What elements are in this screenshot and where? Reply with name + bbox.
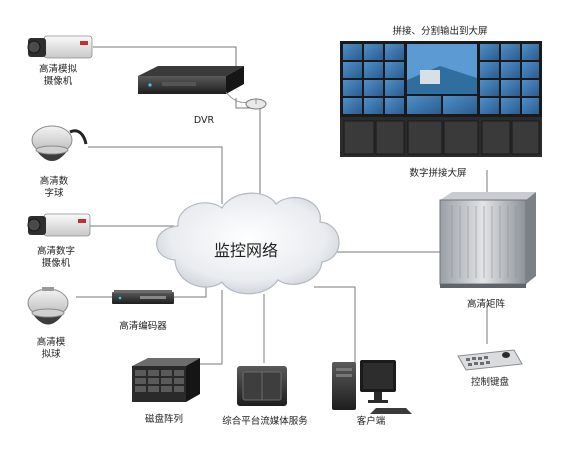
monitor-base [368,400,388,403]
network-label: 监控网络 [214,241,278,260]
matrix-cards [451,206,517,278]
encoder-top [114,290,172,293]
pc-drive [336,368,352,371]
control-keyboard [457,349,523,371]
camera-body [43,35,93,59]
monitor-screen [363,363,393,389]
dvr-top [138,66,244,76]
cabinet-doors [343,120,540,155]
label-line-2: 摄像机 [41,258,71,269]
camera-lens-glass [27,40,41,54]
label-line-1: 高清模拟 [38,64,77,75]
matrix-front [439,199,527,285]
encoder-led [118,296,122,300]
dvr-recorder [138,66,244,94]
line-dome-network [88,146,223,204]
hd-matrix [439,192,536,288]
media-server-label: 综合平台流媒体服务 [222,416,308,427]
dome-arm [69,129,88,145]
dvr-panel [162,82,196,86]
dvr-side [226,66,244,94]
dvr-mouse [225,91,267,110]
line-analog-camera-dvr [93,46,237,68]
cloud-shape [156,192,340,295]
keyboard-keys [466,356,490,366]
matrix-top [440,192,536,200]
hd-digital-camera-label: 高清数字 摄像机 [28,246,84,270]
camera-body [43,213,91,237]
mouse-cable [225,91,249,103]
camera-badge [80,41,88,45]
disk-array-label: 磁盘阵列 [144,414,183,425]
network-cloud: 监控网络 [156,192,340,295]
pc-drive-2 [336,374,352,377]
hd-dome-camera [31,125,88,161]
dome-rim [35,145,69,155]
keyboard [370,408,412,414]
label-line-1: 高清数 [39,176,69,187]
disk-array [132,358,200,402]
encoder-panel [140,296,166,299]
video-wall-title: 拼接、分割输出到大屏 [392,26,488,37]
label-line-1: 高清数字 [36,246,75,257]
dvr-led [148,83,152,87]
array-top [132,358,200,366]
label-line-1: 高清模 [36,337,66,348]
video-wall-label: 数字拼接大屏 [409,168,467,179]
hd-encoder-label: 高清编码器 [119,321,167,332]
array-side [186,358,200,402]
media-server [237,366,287,406]
hd-analog-camera-label: 高清模拟 摄像机 [30,64,86,88]
wall-screens-right [480,44,539,114]
dome-rim [31,308,65,318]
hd-encoder [112,290,174,304]
client-label: 客户端 [356,416,386,427]
line-dvr-network [235,98,261,200]
camera-badge [78,219,86,223]
matrix-label: 高清矩阵 [466,299,505,310]
line-client-network [314,286,356,367]
client-pc [332,360,412,414]
label-line-2: 拟球 [41,349,61,360]
wall-screens-left [343,44,404,114]
monitor-stand [374,392,382,400]
hd-analog-dome-camera [27,287,69,325]
dvr-label: DVR [193,115,215,126]
label-line-2: 字球 [44,188,64,199]
hd-analog-camera [27,35,93,59]
matrix-side [526,192,536,284]
video-wall [340,41,542,157]
hd-digital-camera [27,213,91,237]
keyboard-label: 控制键盘 [470,377,509,388]
keyboard-joystick [502,352,510,358]
matrix-base [440,284,526,288]
camera-lens-glass [27,218,41,232]
wall-screens-center [407,44,477,114]
label-line-2: 摄像机 [43,76,73,87]
array-drive-slots [135,370,184,392]
hd-dome-label: 高清数 字球 [30,176,78,200]
hd-analog-dome-label: 高清模 拟球 [26,337,76,361]
dome-mount [42,287,54,291]
